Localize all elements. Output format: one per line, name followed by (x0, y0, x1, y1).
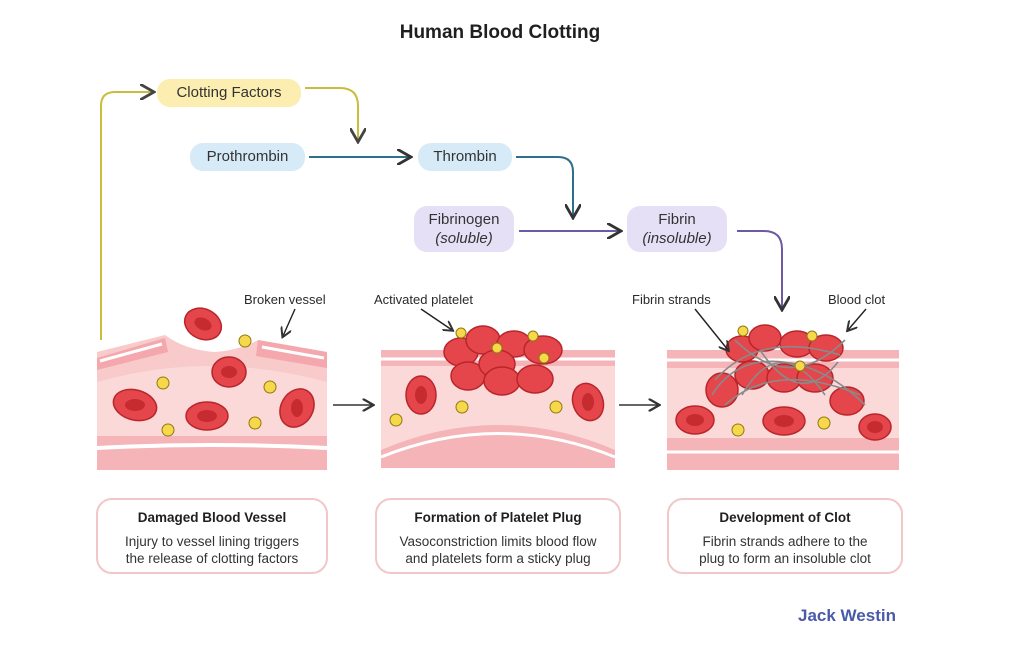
pointer-fibrin-strands (694, 308, 728, 350)
arrow-factors-to-thrombin (305, 87, 358, 140)
node-fibrin-note: (insoluble) (642, 229, 712, 247)
stage-desc-line2: and platelets form a sticky plug (405, 550, 591, 566)
label-blood-clot: Blood clot (828, 292, 886, 307)
stage-title: Damaged Blood Vessel (137, 510, 287, 525)
stage-card-damaged-vessel: Damaged Blood Vessel Injury to vessel li… (96, 498, 328, 574)
stage-card-clot: Development of Clot Fibrin strands adher… (667, 498, 903, 574)
stage-title: Development of Clot (719, 510, 851, 525)
node-fibrinogen-label: Fibrinogen (428, 211, 500, 228)
node-clotting-factors: Clotting Factors (157, 79, 301, 107)
stage-desc-line1: Injury to vessel lining triggers (124, 534, 300, 549)
node-thrombin: Thrombin (418, 143, 512, 171)
clot-cluster (705, 324, 865, 416)
arrow-thrombin-to-fibrin-conversion (516, 156, 573, 216)
arrow-injury-to-factors (100, 92, 152, 340)
node-clotting-factors-label: Clotting Factors (176, 84, 282, 101)
label-activated-platelet: Activated platelet (374, 292, 474, 307)
stage-card-platelet-plug: Formation of Platelet Plug Vasoconstrict… (375, 498, 621, 574)
brand-logo-text: Jack Westin (798, 606, 896, 625)
stage-desc-line1: Vasoconstriction limits blood flow (399, 534, 597, 549)
pointer-broken-vessel (283, 308, 296, 336)
stage-desc-line1: Fibrin strands adhere to the (702, 534, 868, 549)
platelet-plug-cluster (443, 325, 563, 396)
label-broken-vessel: Broken vessel (244, 292, 326, 307)
arrow-fibrin-to-clot (737, 230, 782, 308)
node-thrombin-label: Thrombin (433, 148, 497, 165)
red-blood-cell-cores (125, 317, 883, 433)
pointer-blood-clot (848, 308, 867, 330)
pointer-activated-platelet (420, 308, 452, 330)
stage-desc-line2: the release of clotting factors (125, 550, 299, 566)
node-prothrombin: Prothrombin (190, 143, 305, 171)
node-prothrombin-label: Prothrombin (206, 148, 289, 165)
label-fibrin-strands: Fibrin strands (632, 292, 711, 307)
node-fibrinogen-note: (soluble) (435, 229, 493, 247)
node-fibrin-label: Fibrin (658, 211, 696, 228)
activated-platelets (156, 325, 831, 437)
stage-desc-line2: plug to form an insoluble clot (699, 550, 871, 566)
page-title: Human Blood Clotting (399, 22, 601, 43)
stage-title: Formation of Platelet Plug (414, 510, 582, 525)
node-fibrinogen: Fibrinogen (soluble) (414, 206, 514, 252)
node-fibrin: Fibrin (insoluble) (627, 206, 727, 252)
